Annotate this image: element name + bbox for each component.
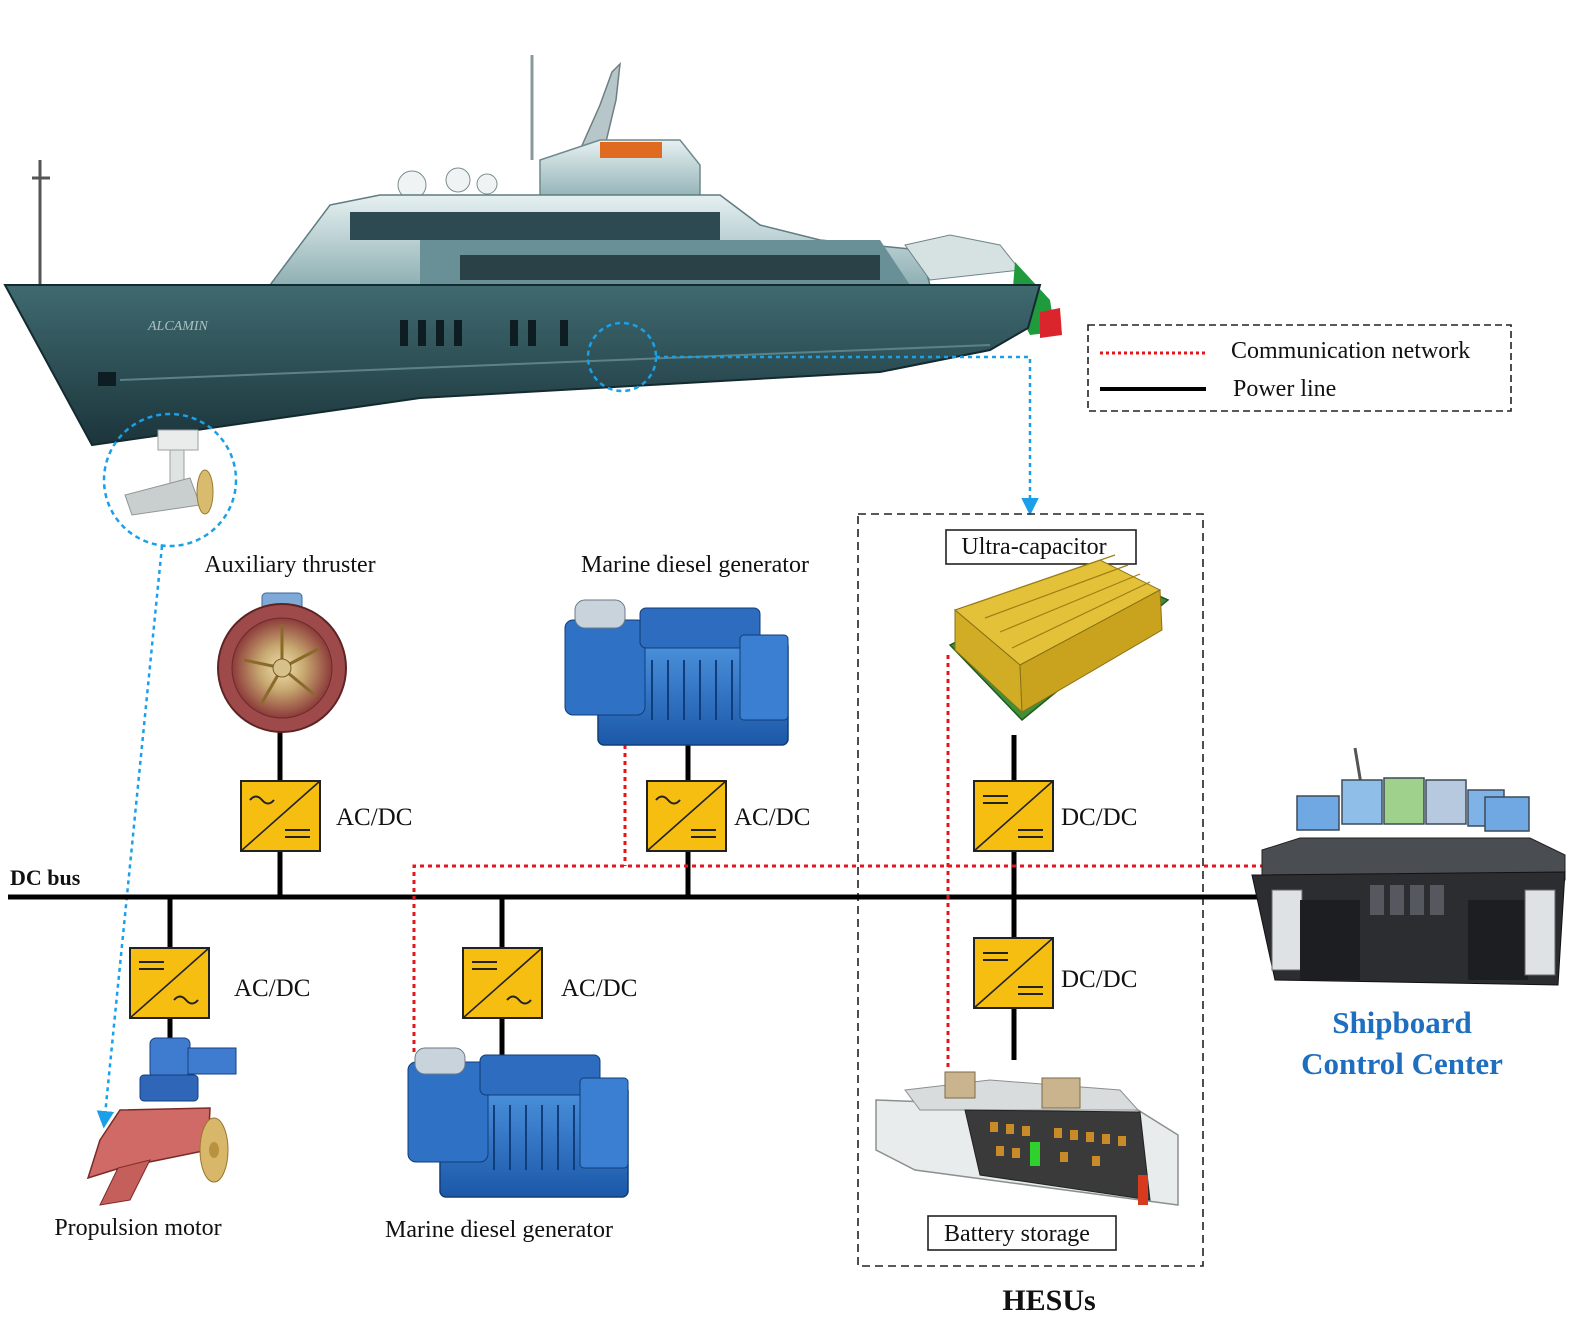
converter-generator-bottom-label: AC/DC — [561, 975, 637, 1002]
control-center-icon — [1251, 747, 1566, 986]
auxiliary-thruster-icon — [217, 592, 347, 733]
hesu-label: HESUs — [1002, 1284, 1095, 1317]
ultra-capacitor-icon — [948, 554, 1170, 722]
diesel-generator-top-icon — [564, 599, 789, 746]
propulsion-motor-icon — [86, 1037, 237, 1206]
thruster-location-callout — [102, 412, 238, 548]
converter-thruster — [240, 780, 321, 852]
converter-generator-top-label: AC/DC — [734, 804, 810, 831]
auxiliary-thruster-label: Auxiliary thruster — [204, 552, 375, 578]
pod-thruster-icon — [124, 429, 214, 516]
control-center-title-line2: Control Center — [1301, 1046, 1503, 1081]
control-center-title-line1: Shipboard — [1332, 1005, 1472, 1040]
converter-generator-bottom — [462, 947, 543, 1019]
battery-storage-icon — [875, 1071, 1179, 1206]
propulsion-motor-label: Propulsion motor — [54, 1215, 221, 1241]
diesel-generator-bottom-icon — [407, 1047, 629, 1198]
diesel-generator-top-label: Marine diesel generator — [581, 552, 809, 578]
converter-propulsion-label: AC/DC — [234, 975, 310, 1002]
hesu-group-box — [857, 513, 1204, 1267]
yacht-illustration: ALCAMIN — [3, 55, 1062, 447]
converter-generator-top — [646, 780, 727, 852]
converter-ultracapacitor — [973, 780, 1054, 852]
battery-storage-label-box — [927, 1215, 1117, 1251]
legend: Communication network Power line — [1087, 324, 1512, 412]
converter-propulsion — [129, 947, 210, 1019]
converter-thruster-label: AC/DC — [336, 804, 412, 831]
converter-ultracapacitor-label: DC/DC — [1061, 804, 1137, 831]
ultra-capacitor-label: Ultra-capacitor — [961, 534, 1106, 560]
converter-battery-label: DC/DC — [1061, 966, 1137, 993]
legend-comm-label: Communication network — [1231, 338, 1470, 364]
propulsion-link-arrow — [96, 545, 164, 1129]
battery-storage-label: Battery storage — [944, 1221, 1090, 1247]
communication-lines — [412, 655, 1272, 1070]
dc-bus-label: DC bus — [10, 865, 81, 890]
diesel-generator-bottom-label: Marine diesel generator — [385, 1217, 613, 1243]
legend-box — [1087, 324, 1512, 412]
converter-battery — [973, 937, 1054, 1009]
legend-power-label: Power line — [1233, 376, 1336, 402]
ship-name: ALCAMIN — [147, 319, 209, 334]
